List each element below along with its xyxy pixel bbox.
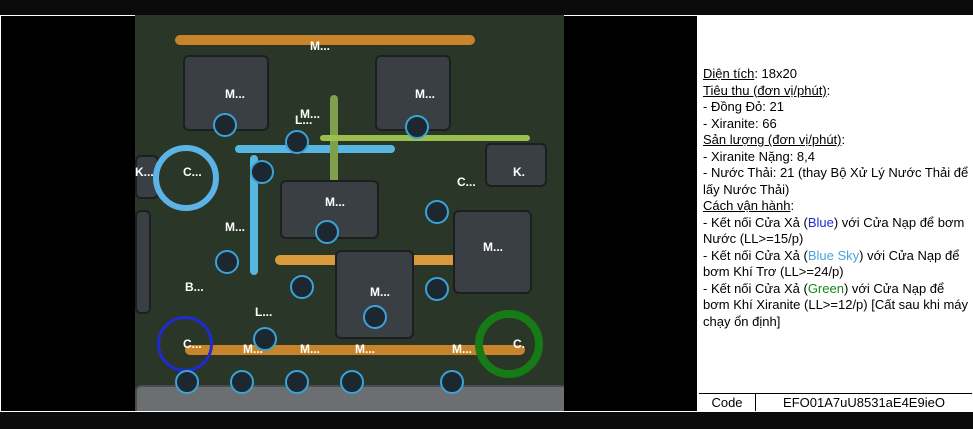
chip-5 bbox=[315, 220, 339, 244]
bottom-bar bbox=[0, 412, 973, 429]
code-bar: Code EFO01A7uU8531aE4E9ieO bbox=[699, 393, 972, 411]
operation-heading-row: Cách vận hành: bbox=[703, 198, 971, 215]
port-green-ring[interactable] bbox=[475, 310, 543, 378]
top-bar bbox=[0, 0, 973, 15]
consumption-item: - Đồng Đỏ: 21 bbox=[703, 99, 784, 114]
machine-label: K. bbox=[513, 165, 525, 179]
colon: : bbox=[790, 198, 795, 213]
chip-4 bbox=[250, 160, 274, 184]
port-label: C... bbox=[457, 175, 476, 189]
consumption-heading-row: Tiêu thu (đơn vị/phút): bbox=[703, 83, 971, 100]
output-heading: Sản lượng (đơn vị/phút) bbox=[703, 132, 842, 147]
chip-13 bbox=[230, 370, 254, 394]
area-label: Diện tích bbox=[703, 66, 755, 81]
operation-item: - Kết nối Cửa Xả (Green) với Cửa Nạp để … bbox=[703, 281, 971, 331]
op-text: - Kết nối Cửa Xả ( bbox=[703, 247, 808, 263]
chip-1 bbox=[213, 113, 237, 137]
colon: : bbox=[826, 82, 831, 98]
machine-label: K... bbox=[135, 165, 154, 179]
port-blue-sky-ring[interactable] bbox=[153, 145, 219, 211]
op-text: - Kết nối Cửa Xả ( bbox=[703, 280, 808, 296]
op-text: - Kết nối Cửa Xả ( bbox=[703, 214, 808, 230]
machine-label: M... bbox=[370, 285, 390, 299]
op-text: ) với Cửa Nạp để bơm Khí Trơ (LL>=24/p) bbox=[703, 247, 960, 280]
chip-16 bbox=[440, 370, 464, 394]
chip-6 bbox=[425, 200, 449, 224]
chip-15 bbox=[340, 370, 364, 394]
machine-label: M... bbox=[483, 240, 503, 254]
pipe-green-1 bbox=[330, 95, 338, 235]
chip-3 bbox=[405, 115, 429, 139]
color-word-green: Green bbox=[807, 280, 844, 296]
machine-label: M... bbox=[355, 342, 375, 356]
port-label: C... bbox=[183, 337, 202, 351]
area-row: Diện tích: 18x20 bbox=[703, 66, 971, 83]
area-value: : 18x20 bbox=[754, 66, 797, 81]
pipe-green-2 bbox=[320, 135, 530, 141]
operation-item: - Kết nối Cửa Xả (Blue Sky) với Cửa Nạp … bbox=[703, 248, 971, 281]
machine-label: B... bbox=[185, 280, 204, 294]
consumption-item: - Xiranite: 66 bbox=[703, 115, 777, 131]
info-panel: Diện tích: 18x20 Tiêu thu (đơn vị/phút):… bbox=[698, 15, 973, 412]
machine-label: L... bbox=[295, 113, 313, 127]
color-word-blue: Blue bbox=[807, 214, 834, 230]
machine-tile-8[interactable] bbox=[135, 210, 151, 314]
output-heading-row: Sản lượng (đơn vị/phút): bbox=[703, 132, 971, 149]
machine-label: M... bbox=[452, 342, 472, 356]
machine-label: M... bbox=[310, 39, 330, 53]
consumption-heading: Tiêu thu (đơn vị/phút) bbox=[703, 82, 827, 98]
machine-label: M... bbox=[300, 107, 320, 121]
info-text: Diện tích: 18x20 Tiêu thu (đơn vị/phút):… bbox=[703, 66, 971, 330]
factory-map[interactable]: M... M... M... M... M... M... M... M... … bbox=[135, 15, 564, 411]
port-label: C... bbox=[183, 165, 202, 179]
pipe-orange-1 bbox=[175, 35, 475, 45]
pipe-orange-2 bbox=[185, 345, 525, 355]
machine-label: M... bbox=[243, 342, 263, 356]
pipe-blue-2 bbox=[250, 155, 258, 275]
operation-item: - Kết nối Cửa Xả (Blue) với Cửa Nạp để b… bbox=[703, 215, 971, 248]
chip-7 bbox=[215, 250, 239, 274]
output-item: - Xiranite Nặng: 8,4 bbox=[703, 148, 816, 164]
colon: : bbox=[841, 132, 846, 147]
chip-12 bbox=[175, 370, 199, 394]
chip-8 bbox=[290, 275, 314, 299]
pipe-blue-1 bbox=[235, 145, 395, 153]
chip-2 bbox=[285, 130, 309, 154]
machine-label: M... bbox=[415, 87, 435, 101]
machine-tile-6[interactable] bbox=[485, 143, 547, 187]
operation-heading: Cách vận hành bbox=[703, 198, 791, 213]
op-text: ) với Cửa Nạp để bơm Khí Xiranite (LL>=1… bbox=[703, 280, 969, 329]
chip-10 bbox=[363, 305, 387, 329]
port-label: C. bbox=[513, 337, 525, 351]
chip-14 bbox=[285, 370, 309, 394]
machine-label: M... bbox=[300, 342, 320, 356]
machine-label: M... bbox=[225, 87, 245, 101]
op-text: ) với Cửa Nạp để bơm Nước (LL>=15/p) bbox=[703, 214, 965, 247]
chip-9 bbox=[425, 277, 449, 301]
chip-11 bbox=[253, 327, 277, 351]
machine-label: M... bbox=[225, 220, 245, 234]
color-word-blue-sky: Blue Sky bbox=[807, 247, 860, 263]
machine-tile-4[interactable] bbox=[453, 210, 532, 294]
code-value[interactable]: EFO01A7uU8531aE4E9ieO bbox=[783, 395, 945, 410]
output-item: - Nước Thải: 21 (thay Bộ Xử Lý Nước Thải… bbox=[703, 165, 969, 197]
code-label: Code bbox=[699, 394, 756, 411]
machine-label: L... bbox=[255, 305, 273, 319]
machine-label: M... bbox=[325, 195, 345, 209]
